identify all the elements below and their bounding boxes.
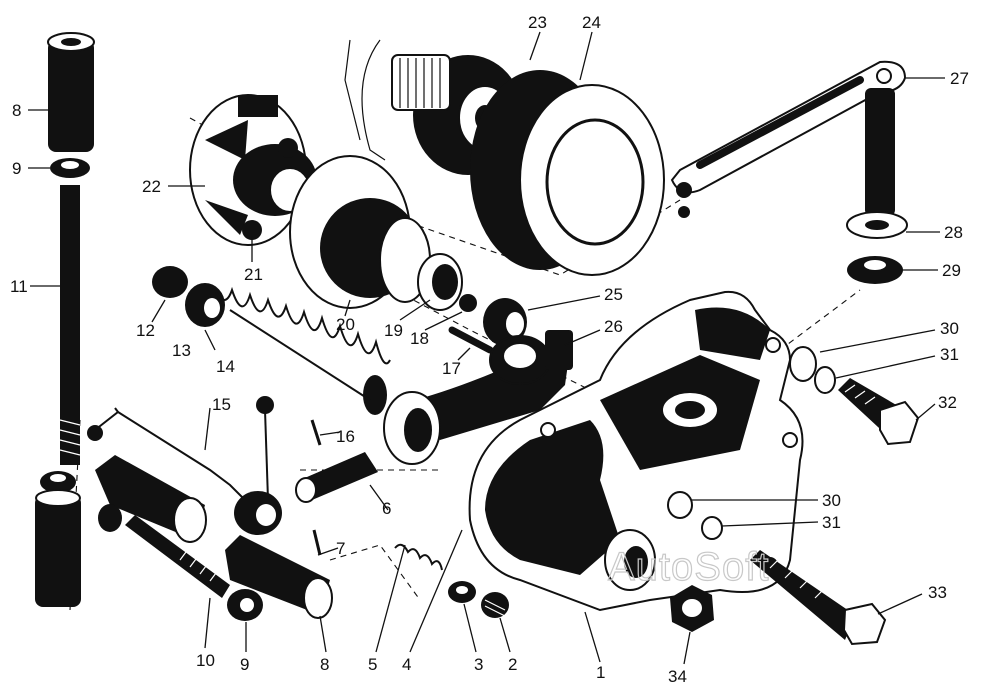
callout-3: 3 bbox=[474, 655, 483, 674]
callout-19: 19 bbox=[384, 321, 403, 340]
callout-15: 15 bbox=[212, 395, 231, 414]
leader-lines bbox=[28, 31, 945, 665]
callout-28: 28 bbox=[944, 223, 963, 242]
callout-32: 32 bbox=[938, 393, 957, 412]
part-18-ball bbox=[459, 294, 477, 312]
callout-22: 22 bbox=[142, 177, 161, 196]
callout-23: 23 bbox=[528, 13, 547, 32]
part-11-rod bbox=[59, 185, 81, 465]
part-31-upper-washer bbox=[814, 366, 836, 394]
part-15-wire-lever bbox=[87, 396, 282, 535]
part-32-bolt bbox=[838, 378, 920, 446]
callout-20: 20 bbox=[336, 315, 355, 334]
part-25-bushing bbox=[483, 298, 527, 346]
callout-7: 7 bbox=[336, 539, 345, 558]
lower-sleeve-left bbox=[35, 489, 81, 607]
part-13-spring-seat bbox=[185, 283, 225, 327]
callout-27: 27 bbox=[950, 69, 969, 88]
part-2-set-screw bbox=[481, 592, 509, 618]
part-28-washer bbox=[846, 211, 908, 239]
callout-4: 4 bbox=[402, 655, 411, 674]
callout-21: 21 bbox=[244, 265, 263, 284]
callout-18: 18 bbox=[410, 329, 429, 348]
part-3-plug bbox=[448, 581, 476, 603]
part-9-upper-nut bbox=[50, 158, 90, 178]
callout-33: 33 bbox=[928, 583, 947, 602]
callout-13: 13 bbox=[172, 341, 191, 360]
callout-16: 16 bbox=[336, 427, 355, 446]
part-33-bolt bbox=[750, 550, 887, 646]
callout-25: 25 bbox=[604, 285, 623, 304]
part-19-washer bbox=[417, 253, 463, 311]
watermark: AutoSoft bbox=[608, 545, 769, 589]
callout-26: 26 bbox=[604, 317, 623, 336]
part-26-arm bbox=[383, 330, 573, 465]
part-16-cotter-pin bbox=[310, 419, 322, 446]
part-10-stud bbox=[125, 515, 230, 598]
callout-17: 17 bbox=[442, 359, 461, 378]
small-washer-left bbox=[98, 504, 122, 532]
lower-nut-left bbox=[40, 471, 76, 493]
callout-30-top: 30 bbox=[940, 319, 959, 338]
part-24-drum bbox=[344, 39, 665, 276]
part-34-nut bbox=[670, 585, 714, 632]
callout-8-top: 8 bbox=[12, 101, 21, 120]
callout-31-bottom: 31 bbox=[822, 513, 841, 532]
callout-10: 10 bbox=[196, 651, 215, 670]
part-12-cap bbox=[152, 266, 188, 298]
part-14-spring bbox=[214, 286, 391, 415]
callout-14: 14 bbox=[216, 357, 235, 376]
part-6-roller-pin bbox=[295, 452, 378, 503]
callout-9-top: 9 bbox=[12, 159, 21, 178]
part-1-housing bbox=[468, 290, 804, 612]
part-27-slotted-lever bbox=[670, 60, 907, 218]
part-27-pin bbox=[865, 88, 895, 216]
part-8-lower-sleeve bbox=[225, 535, 333, 619]
part-9-lower-nut bbox=[227, 589, 263, 621]
callout-29: 29 bbox=[942, 261, 961, 280]
callout-2: 2 bbox=[508, 655, 517, 674]
callout-31-top: 31 bbox=[940, 345, 959, 364]
callout-8-bottom: 8 bbox=[320, 655, 329, 674]
part-17-pin bbox=[448, 326, 494, 354]
callout-5: 5 bbox=[368, 655, 377, 674]
part-30-upper-washer bbox=[789, 346, 817, 382]
callout-30-bottom: 30 bbox=[822, 491, 841, 510]
callout-12: 12 bbox=[136, 321, 155, 340]
part-8-upper-sleeve bbox=[47, 32, 95, 152]
left-sleeve-upper bbox=[95, 455, 207, 543]
callout-1: 1 bbox=[596, 663, 605, 682]
part-7-cotter-pin bbox=[312, 529, 322, 556]
callout-9-bottom: 9 bbox=[240, 655, 249, 674]
callout-6: 6 bbox=[382, 499, 391, 518]
callout-labels: 8 9 11 22 23 24 27 28 29 30 31 32 30 31 … bbox=[10, 13, 969, 686]
callout-34: 34 bbox=[668, 667, 687, 686]
part-29-nut bbox=[847, 256, 903, 284]
callout-24: 24 bbox=[582, 13, 601, 32]
callout-11: 11 bbox=[10, 277, 28, 296]
part-20-hub-flange bbox=[289, 155, 431, 309]
part-21-shaft-end bbox=[233, 138, 317, 240]
